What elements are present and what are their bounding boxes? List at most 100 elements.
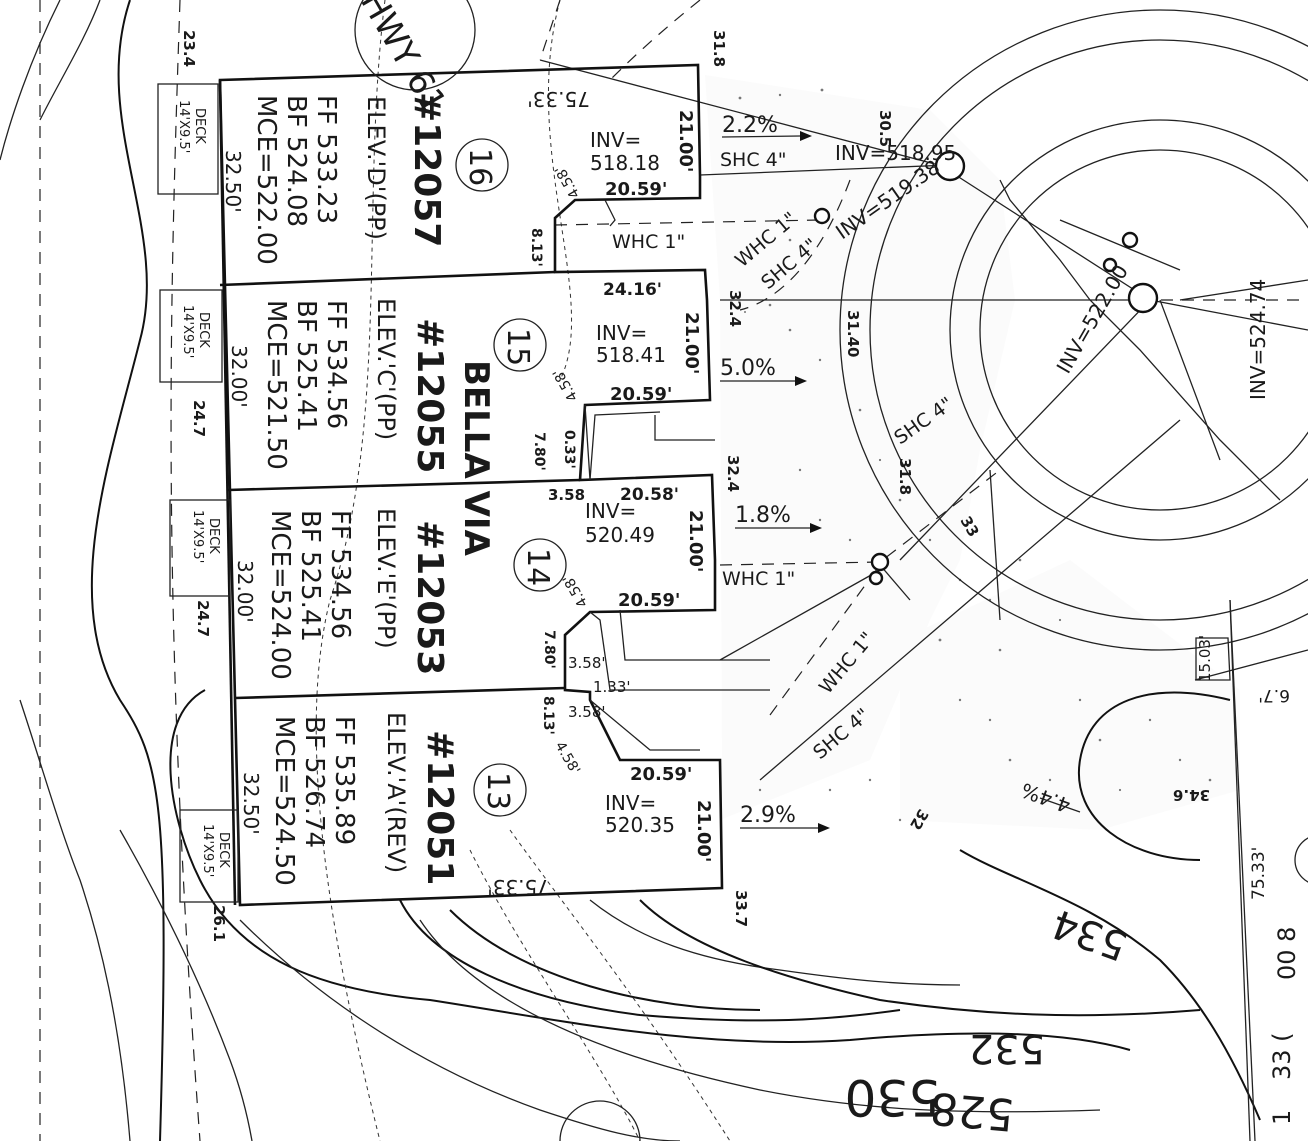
spot-elev: 23.4 — [180, 30, 198, 67]
elevation-label: ELEV.'E'(PP) — [372, 508, 400, 649]
contour-lines — [0, 0, 1261, 1141]
deck-size: 14'X9.5' — [180, 305, 195, 358]
deck-size: 14'X9.5' — [176, 100, 191, 153]
deck-size: 14'X9.5' — [200, 824, 215, 877]
spot-elev: 31.40 — [844, 310, 862, 357]
spot-elev: 34.6 — [1173, 786, 1210, 804]
spot-elevations: 23.4 31.8 30.5 32.4 31.40 32.4 31.8 24.7… — [180, 30, 1210, 942]
garage-dim: 20.59' — [605, 179, 667, 200]
inv-value: 518.18 — [590, 151, 660, 175]
spot-elev: 26.1 — [210, 905, 228, 942]
lot-number: 16 — [462, 148, 497, 186]
dim-4-58-d: 4.58' — [552, 739, 583, 777]
deck-label: DECK — [196, 312, 211, 348]
dim-3-58-c: 3.58' — [568, 703, 606, 721]
inv-label: INV= — [596, 321, 647, 345]
dim-24-16: 24.16' — [603, 280, 662, 300]
bf-elevation: BF 524.08 — [281, 95, 311, 227]
garage-dim: 20.59' — [630, 764, 692, 785]
edge-text: 33 ( — [1268, 1032, 1296, 1080]
slope-label: 1.8% — [735, 503, 791, 528]
lot-depth-top: 75.33' — [527, 87, 590, 111]
dim-4-58-b: 4.58' — [550, 366, 581, 404]
ff-elevation: FF 534.56 — [325, 510, 355, 639]
lot-depth-bottom: 75.33' — [487, 875, 550, 899]
setback-lines — [39, 0, 851, 1141]
mce-elevation: MCE=524.00 — [265, 510, 295, 680]
inv-label: INV=518.95 — [835, 141, 956, 165]
contour-label: 532 — [969, 1025, 1045, 1071]
elevation-label: ELEV.'D'(PP) — [362, 96, 390, 240]
spot-elev: 32.4 — [726, 290, 744, 327]
inv-value: 520.35 — [605, 813, 675, 837]
spot-elev: 31.8 — [896, 458, 914, 495]
edge-text: 00 8 — [1273, 927, 1301, 980]
plan-number: #12055 — [409, 318, 450, 473]
garage-dim: 20.59' — [610, 384, 672, 405]
utility-lines — [539, 59, 1308, 1141]
front-dim: 21.00' — [685, 510, 706, 572]
contour-label: 530 — [845, 1068, 940, 1126]
dim-8-13-a: 8.13' — [528, 228, 544, 267]
front-dim: 21.00' — [675, 110, 696, 172]
rear-width: 32.00' — [233, 560, 257, 623]
rear-width: 32.00' — [227, 345, 251, 408]
dim-4-58-c: 4.58' — [560, 572, 591, 610]
contour-labels: 534 532 530 528 — [845, 899, 1134, 1139]
garage-dim: 20.59' — [618, 590, 680, 611]
lot-16: 16 #12057 ELEV.'D'(PP) FF 533.23 BF 524.… — [176, 92, 696, 265]
inv-value: 518.41 — [596, 343, 666, 367]
deck-size: 14'X9.5' — [190, 510, 205, 563]
lot-boundaries — [157, 63, 1256, 1141]
elevation-label: ELEV.'A'(REV) — [382, 712, 410, 873]
lot-15: 15 #12055 ELEV.'C'(PP) FF 534.56 BF 525.… — [180, 298, 702, 473]
dim-20-58: 20.58' — [620, 485, 679, 505]
dim-15-03: 15.03' — [1196, 635, 1214, 682]
ff-elevation: FF 534.56 — [321, 300, 351, 429]
lot-number: 15 — [500, 328, 535, 366]
dim-4-58-a: 4.58' — [552, 163, 583, 201]
street-name: BELLA VIA — [456, 360, 496, 557]
ff-elevation: FF 535.89 — [329, 716, 359, 845]
lot-number: 14 — [520, 548, 555, 586]
lot-number: 13 — [480, 772, 515, 810]
spot-elev: 24.7 — [190, 400, 208, 437]
edge-text: 1 — [1268, 1110, 1296, 1125]
shc-label: SHC 4" — [720, 149, 786, 171]
bf-elevation: BF 526.74 — [299, 716, 329, 848]
slope-label: 2.9% — [740, 803, 796, 828]
deck-label: DECK — [192, 108, 207, 144]
dim-3-58-a: 3.58 — [548, 486, 585, 504]
inv-label: INV= — [605, 791, 656, 815]
bf-elevation: BF 525.41 — [291, 300, 321, 432]
plan-number: #12053 — [409, 520, 450, 675]
mce-elevation: MCE=524.50 — [269, 716, 299, 886]
inv-label: INV= — [585, 499, 636, 523]
lot-14: 14 #12053 ELEV.'E'(PP) FF 534.56 BF 525.… — [190, 499, 706, 680]
edge-labels: 00 8 33 ( 1 — [1268, 927, 1301, 1125]
inv-value: 520.49 — [585, 523, 655, 547]
whc-label: WHC 1" — [722, 568, 795, 590]
front-dim: 21.00' — [693, 800, 714, 862]
front-dim: 21.00' — [681, 312, 702, 374]
rear-width: 32.50' — [221, 150, 245, 213]
spot-elev: 32.4 — [724, 455, 742, 492]
rear-width: 32.50' — [239, 772, 263, 835]
plan-number: #12057 — [406, 92, 447, 247]
inv-label: INV= — [590, 128, 641, 152]
dim-0-33: 0.33' — [561, 430, 577, 469]
spot-elev: 33.7 — [732, 890, 750, 927]
dim-3-58-b: 3.58' — [568, 654, 606, 672]
deck-label: DECK — [206, 518, 221, 554]
whc-label: WHC 1" — [612, 231, 685, 253]
mce-elevation: MCE=521.50 — [261, 300, 291, 470]
dimension-labels: 75.33' 75.33' 75.33' 24.16' 20.58' 3.58 … — [487, 87, 1290, 900]
paving-area — [705, 75, 1240, 830]
dim-6-7: 6.7' — [1258, 685, 1290, 705]
elevation-label: ELEV.'C'(PP) — [372, 298, 400, 440]
lot-depth-right: 75.33' — [1249, 847, 1269, 900]
ff-elevation: FF 533.23 — [311, 95, 341, 224]
contour-label: 528 — [928, 1082, 1016, 1140]
bf-elevation: BF 525.41 — [295, 510, 325, 642]
